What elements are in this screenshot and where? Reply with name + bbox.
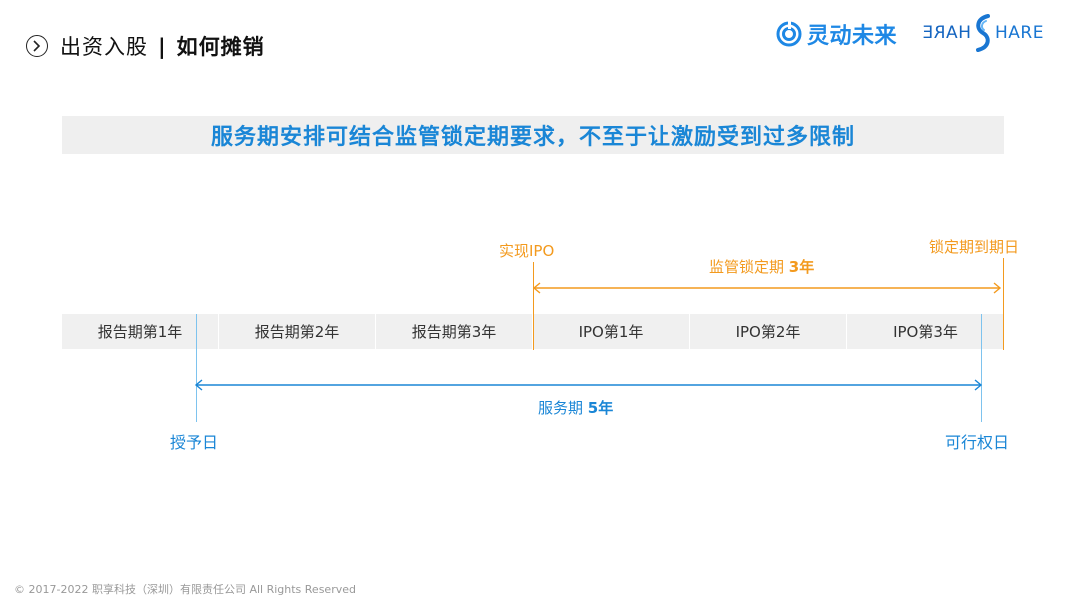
title-separator: | — [158, 35, 167, 59]
lock-end-marker — [1003, 258, 1005, 350]
ipo-marker — [533, 262, 535, 350]
headline-banner: 服务期安排可结合监管锁定期要求，不至于让激励受到过多限制 — [62, 116, 1004, 154]
service-period-arrow — [194, 379, 983, 391]
copyright-footer: © 2017-2022 职享科技（深圳）有限责任公司 All Rights Re… — [14, 583, 356, 596]
swirl-logo-icon — [776, 21, 802, 47]
exercise-date-label: 可行权日 — [945, 433, 1010, 452]
share-logo: HARE HARE — [922, 13, 1044, 53]
banner-text: 服务期安排可结合监管锁定期要求，不至于让激励受到过多限制 — [210, 125, 855, 150]
grant-date-label: 授予日 — [170, 433, 219, 452]
period-cell: IPO第1年 — [533, 314, 690, 349]
logo2-text: HARE — [994, 23, 1044, 43]
s-curve-logo-icon — [975, 14, 990, 52]
title-right: 如何摊销 — [176, 35, 265, 59]
lock-period-label: 监管锁定期 3年 — [709, 258, 815, 276]
period-cell: IPO第3年 — [893, 323, 958, 341]
lingdong-logo: 灵动未来 — [776, 19, 897, 49]
logo2-mirror-text: HARE — [922, 23, 971, 43]
lock-end-label: 锁定期到期日 — [929, 238, 1020, 256]
grant-marker — [196, 314, 198, 422]
period-cell: 报告期第3年 — [376, 314, 533, 349]
page-title: 出资入股 | 如何摊销 — [60, 31, 265, 61]
chevron-right-circle-icon — [26, 35, 48, 57]
lock-period-arrow — [532, 282, 1002, 294]
service-period-label: 服务期 5年 — [538, 399, 614, 417]
period-cell: IPO第2年 — [690, 314, 847, 349]
exercise-marker — [981, 314, 983, 422]
logo1-text: 灵动未来 — [807, 24, 898, 49]
title-left: 出资入股 — [60, 35, 148, 59]
period-cell: 报告期第1年 — [62, 314, 219, 349]
period-cell: 报告期第2年 — [219, 314, 376, 349]
ipo-label: 实现IPO — [499, 242, 555, 260]
